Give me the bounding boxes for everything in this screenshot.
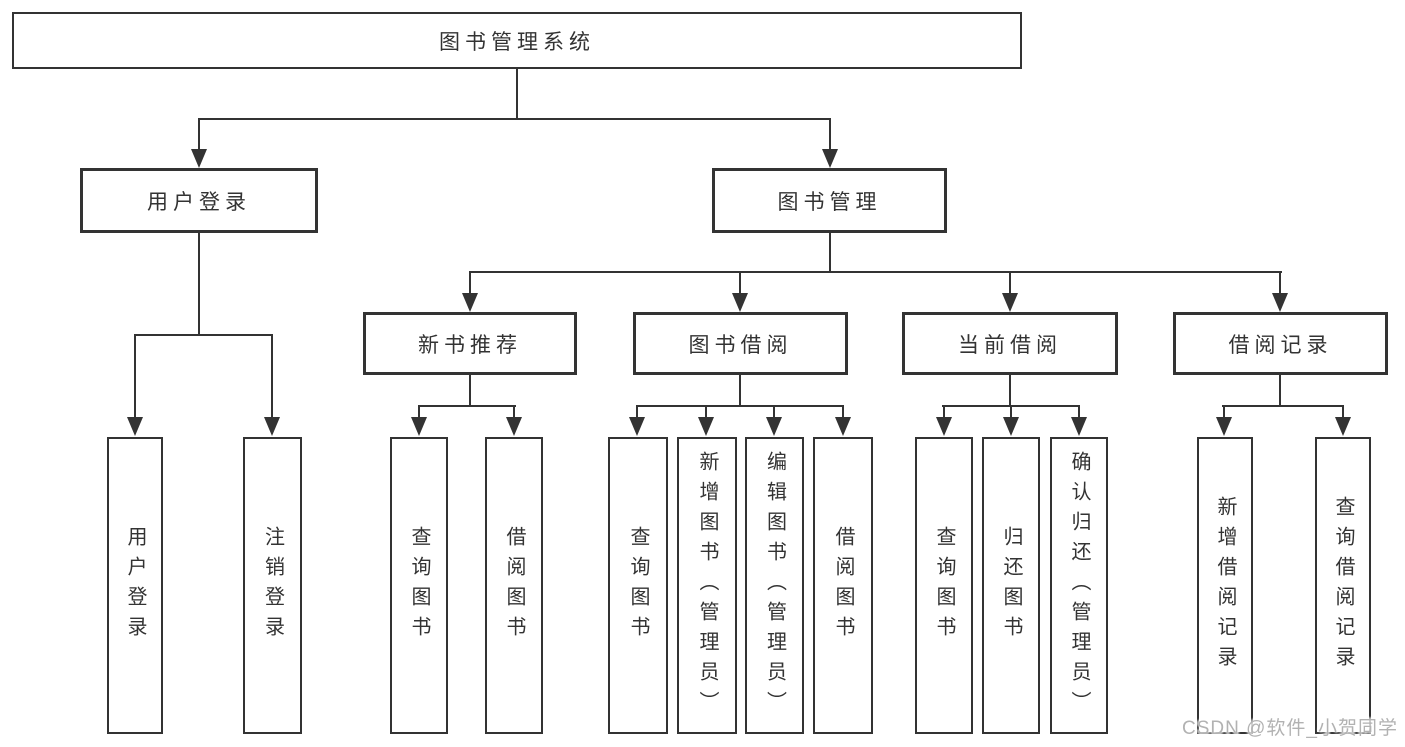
arrowhead-new-rec [462, 293, 478, 312]
connector-user-login-stub [198, 233, 200, 336]
arrowhead-leaf [766, 417, 782, 436]
node-leaf-bb-add-book: 新增图书（管理员） [677, 437, 737, 734]
leaf-label: 新增借阅记录 [1214, 495, 1236, 676]
connector-book-borrow-stub [739, 375, 741, 407]
connector-drop-new-rec [469, 271, 471, 296]
connector-current-borrow-stub [1009, 375, 1011, 407]
node-current-borrow: 当前借阅 [902, 312, 1118, 375]
leaf-label: 借阅图书 [503, 525, 525, 646]
connector-drop-book-borrow [739, 271, 741, 296]
csdn-watermark: CSDN @软件_小贺同学 [1182, 718, 1398, 739]
leaf-label: 确认归还（管理员） [1068, 450, 1090, 721]
node-leaf-br-add-record: 新增借阅记录 [1197, 437, 1253, 734]
connector-drop-book-mgmt [829, 118, 831, 152]
connector-new-rec-stub [469, 375, 471, 407]
arrowhead-borrow-record [1272, 293, 1288, 312]
node-book-mgmt: 图书管理 [712, 168, 947, 233]
connector-level1-bus [198, 118, 831, 120]
node-book-borrow: 图书借阅 [633, 312, 848, 375]
node-leaf-bb-query-book: 查询图书 [608, 437, 668, 734]
connector-drop-leaf [1223, 405, 1225, 420]
connector-drop-user-login [198, 118, 200, 152]
leaf-label: 查询图书 [627, 525, 649, 646]
leaf-label: 查询图书 [408, 525, 430, 646]
connector-drop-leaf [842, 405, 844, 420]
node-leaf-cb-query-book: 查询图书 [915, 437, 973, 734]
node-leaf-rec-borrow-book: 借阅图书 [485, 437, 543, 734]
connector-borrow-record-bus [1222, 405, 1343, 407]
connector-drop-leaf [1010, 405, 1012, 420]
node-user-login: 用户登录 [80, 168, 318, 233]
leaf-label: 新增图书（管理员） [696, 450, 718, 721]
connector-borrow-record-stub [1279, 375, 1281, 407]
arrowhead-login [127, 417, 143, 436]
leaf-label: 编辑图书（管理员） [763, 450, 786, 721]
node-leaf-logout: 注销登录 [243, 437, 302, 734]
node-leaf-br-query-record: 查询借阅记录 [1315, 437, 1371, 734]
arrowhead-leaf [1335, 417, 1351, 436]
connector-drop-borrow-record [1279, 271, 1281, 296]
connector-drop-leaf [705, 405, 707, 420]
arrowhead-leaf [698, 417, 714, 436]
node-root: 图书管理系统 [12, 12, 1022, 69]
connector-drop-leaf [418, 405, 420, 420]
arrowhead-current-borrow [1002, 293, 1018, 312]
arrowhead-leaf [411, 417, 427, 436]
connector-drop-leaf [636, 405, 638, 420]
connector-drop-logout [271, 334, 273, 420]
leaf-label: 查询图书 [933, 525, 955, 646]
arrowhead-user-login [191, 149, 207, 168]
leaf-label: 借阅图书 [832, 525, 854, 646]
node-leaf-login: 用户登录 [107, 437, 163, 734]
arrowhead-leaf [1216, 417, 1232, 436]
node-leaf-cb-return-book: 归还图书 [982, 437, 1040, 734]
leaf-label: 用户登录 [124, 525, 146, 646]
leaf-label: 归还图书 [1000, 525, 1022, 646]
leaf-label: 查询借阅记录 [1332, 495, 1354, 676]
arrowhead-leaf [936, 417, 952, 436]
arrowhead-logout [264, 417, 280, 436]
node-borrow-record: 借阅记录 [1173, 312, 1388, 375]
connector-drop-leaf [1342, 405, 1344, 420]
connector-user-login-bus [134, 334, 273, 336]
node-leaf-bb-borrow-book: 借阅图书 [813, 437, 873, 734]
connector-book-mgmt-stub [829, 233, 831, 273]
connector-drop-login [134, 334, 136, 420]
connector-drop-leaf [513, 405, 515, 420]
leaf-label: 注销登录 [261, 525, 284, 646]
node-leaf-rec-query-book: 查询图书 [390, 437, 448, 734]
node-leaf-bb-edit-book: 编辑图书（管理员） [745, 437, 804, 734]
node-leaf-cb-confirm-return: 确认归还（管理员） [1050, 437, 1108, 734]
connector-drop-leaf [773, 405, 775, 420]
arrowhead-book-borrow [732, 293, 748, 312]
arrowhead-leaf [506, 417, 522, 436]
connector-book-borrow-bus [636, 405, 844, 407]
arrowhead-leaf [1003, 417, 1019, 436]
connector-new-rec-bus [418, 405, 516, 407]
arrowhead-book-mgmt [822, 149, 838, 168]
arrowhead-leaf [1071, 417, 1087, 436]
connector-drop-leaf [943, 405, 945, 420]
connector-level3-bus [469, 271, 1282, 273]
connector-root-stub [516, 68, 518, 120]
connector-drop-leaf [1078, 405, 1080, 420]
connector-drop-current-borrow [1009, 271, 1011, 296]
arrowhead-leaf [835, 417, 851, 436]
node-new-book-rec: 新书推荐 [363, 312, 577, 375]
arrowhead-leaf [629, 417, 645, 436]
